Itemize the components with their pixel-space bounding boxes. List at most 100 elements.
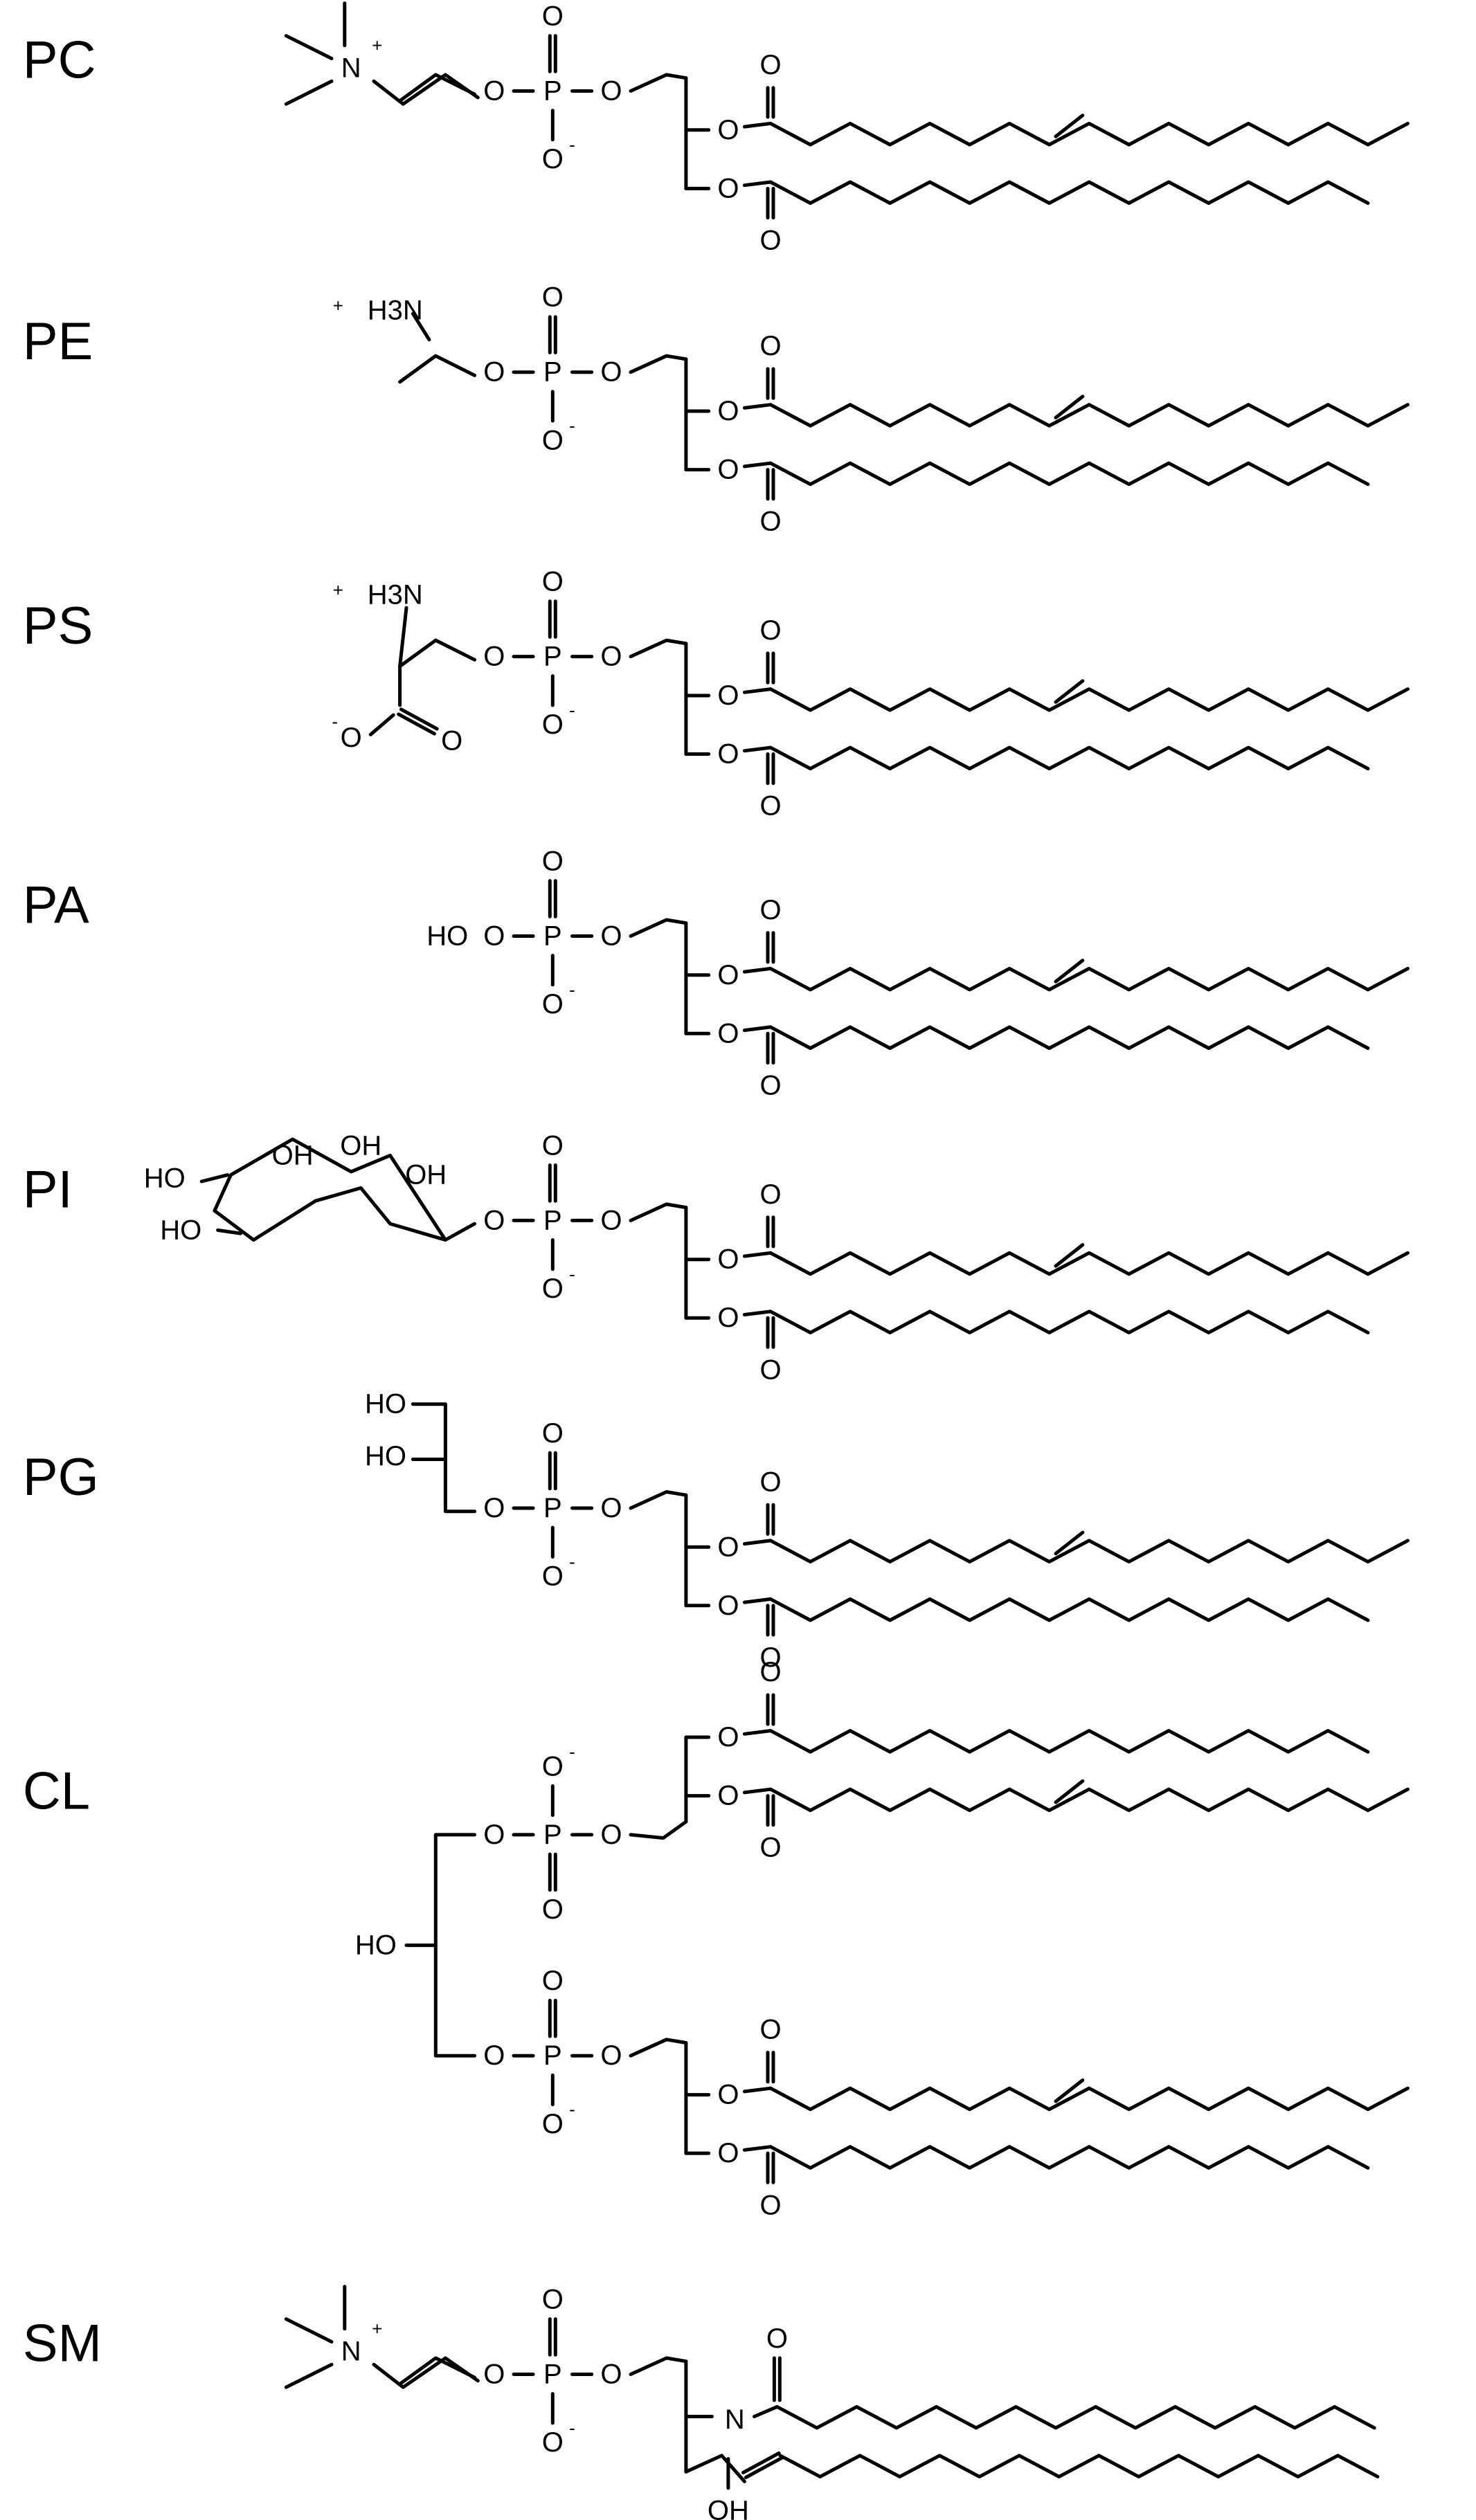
bond: [629, 918, 688, 938]
plus-charge-label: +: [333, 579, 343, 600]
atom-label: O: [759, 791, 781, 822]
atom-label: P: [543, 1205, 562, 1235]
bond: [768, 966, 1410, 992]
atom-label: O: [600, 1820, 622, 1850]
structure-label-pi: PI: [23, 1161, 73, 1220]
bond: [742, 2086, 773, 2094]
atom-label: N: [341, 2337, 361, 2367]
atom-label: O: [759, 1354, 781, 1385]
minus-charge-label: -: [569, 2099, 575, 2120]
atom-label: O: [717, 1722, 739, 1752]
atom-label: O: [717, 960, 739, 990]
bond: [768, 1025, 1370, 1050]
bond: [398, 638, 438, 669]
atom-label: O: [759, 331, 781, 361]
bond: [284, 34, 334, 60]
atom-label: O: [717, 1244, 739, 1275]
bond: [284, 79, 334, 106]
structure-label-cl: CL: [23, 1761, 90, 1820]
bond: [398, 354, 477, 384]
atom-label: O: [759, 615, 781, 646]
atom-label: H3N: [368, 579, 423, 610]
structure-label-ps: PS: [23, 597, 93, 655]
bond: [742, 403, 773, 410]
atom-label: O: [483, 2359, 505, 2390]
atom-label: O: [717, 455, 739, 485]
atom-label: O: [717, 173, 739, 203]
atom-label: H3N: [368, 296, 423, 326]
atom-label: O: [341, 723, 362, 753]
bond: [768, 121, 1410, 147]
bond: [742, 1729, 773, 1736]
structure-label-pa: PA: [23, 876, 89, 935]
bond: [368, 713, 395, 736]
bond: [742, 461, 773, 469]
atom-label: HO: [160, 1215, 201, 1245]
bond: [768, 1539, 1410, 1563]
atom-label: O: [542, 1561, 564, 1592]
atom-label: O: [759, 1071, 781, 1101]
bond: [443, 1222, 477, 1242]
atom-label: O: [600, 357, 622, 388]
bond: [742, 966, 773, 974]
atom-label: HO: [365, 1441, 406, 1471]
atom-label: P: [543, 357, 562, 388]
plus-charge-label: +: [372, 35, 382, 56]
atom-label: O: [483, 2040, 505, 2071]
atom-label: O: [717, 1781, 739, 1811]
structure-label-pe: PE: [23, 312, 93, 371]
bond: [629, 1202, 688, 1222]
atom-label: O: [759, 895, 781, 925]
bond: [742, 121, 773, 129]
atom-label: O: [600, 921, 622, 952]
atom-label: O: [717, 396, 739, 426]
bond: [1054, 679, 1085, 704]
bond: [433, 1833, 477, 2058]
bond: [742, 1539, 773, 1546]
atom-label: P: [543, 1820, 562, 1850]
bond: [778, 2454, 1380, 2478]
minus-charge-label: -: [332, 711, 338, 732]
bond: [1054, 1243, 1085, 1268]
structure-label-pc: PC: [23, 31, 96, 90]
bond: [199, 1173, 230, 1184]
atom-label: O: [483, 1820, 505, 1850]
bond: [742, 1597, 773, 1604]
bond: [398, 606, 408, 669]
atom-label: O: [717, 1018, 739, 1049]
atom-label: O: [600, 642, 622, 672]
atom-label: O: [600, 2359, 622, 2390]
bond: [742, 2145, 773, 2152]
atom-label: N: [341, 53, 361, 84]
bond: [433, 638, 477, 662]
atom-label: O: [542, 1966, 564, 1996]
atom-label: O: [717, 680, 739, 711]
minus-charge-label: -: [569, 1264, 575, 1285]
minus-charge-label: -: [569, 979, 575, 1000]
atom-label: O: [542, 1, 564, 32]
atom-label: O: [717, 115, 739, 145]
atom-label: O: [759, 50, 781, 80]
atom-label: O: [600, 1205, 622, 1235]
atom-label: O: [542, 282, 564, 313]
bond: [372, 2356, 480, 2389]
atom-label: P: [543, 2040, 562, 2071]
atom-label: P: [543, 921, 562, 952]
minus-charge-label: -: [569, 134, 575, 155]
atom-label: O: [542, 1751, 564, 1782]
atom-label: O: [759, 2190, 781, 2220]
bond: [753, 2404, 779, 2418]
bond: [768, 1309, 1370, 1334]
atom-label: O: [441, 726, 462, 756]
atom-label: O: [483, 642, 505, 672]
bond: [629, 1490, 688, 1510]
bond: [742, 745, 773, 753]
bond: [768, 1787, 1410, 1813]
atom-label: O: [717, 2080, 739, 2110]
bond: [1054, 959, 1085, 983]
atom-label: HO: [365, 1389, 406, 1420]
